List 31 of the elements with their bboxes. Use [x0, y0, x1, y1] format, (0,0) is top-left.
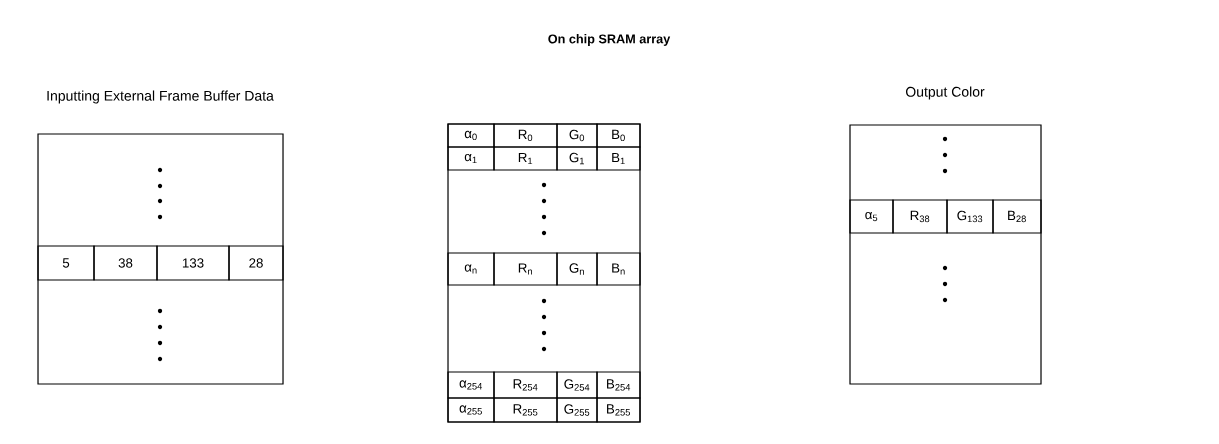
table-cell: 38 [93, 245, 158, 281]
table-cell: R$_{254}$ [493, 371, 558, 399]
table-cell: B$_{n}$ [596, 252, 641, 286]
table-cell: α$_{n}$ [447, 252, 495, 286]
table-cell: α$_{5}$ [849, 199, 894, 234]
table-cell: R$_{255}$ [493, 397, 558, 423]
table-cell: R$_{n}$ [493, 252, 558, 286]
table-cell: B$_{1}$ [596, 146, 641, 171]
table-cell: B$_{0}$ [596, 123, 641, 148]
table-cell: α$_{0}$ [447, 123, 495, 148]
table-cell: B$_{255}$ [596, 397, 641, 423]
node-label: Output Color [905, 86, 985, 100]
table-cell: α$_{254}$ [447, 371, 495, 399]
table-cell: 28 [228, 245, 284, 281]
table-cell: R$_{0}$ [493, 123, 558, 148]
table-cell: R$_{1}$ [493, 146, 558, 171]
table-cell: G$_{133}$ [946, 199, 994, 234]
table-cell: G$_{254}$ [556, 371, 598, 399]
table-cell: G$_{255}$ [556, 397, 598, 423]
table-cell: α$_{1}$ [447, 146, 495, 171]
table-cell: R$_{38}$ [892, 199, 948, 234]
table-cell: 5 [37, 245, 95, 281]
table-cell: B$_{28}$ [992, 199, 1042, 234]
title: On chip SRAM array [548, 34, 671, 46]
node-label: Inputting External Frame Buffer Data [47, 90, 274, 104]
table-cell: G$_{n}$ [556, 252, 598, 286]
table-cell: G$_{0}$ [556, 123, 598, 148]
table-cell: B$_{254}$ [596, 371, 641, 399]
table-cell: 133 [156, 245, 230, 281]
table-cell: G$_{1}$ [556, 146, 598, 171]
table-cell: α$_{255}$ [447, 397, 495, 423]
